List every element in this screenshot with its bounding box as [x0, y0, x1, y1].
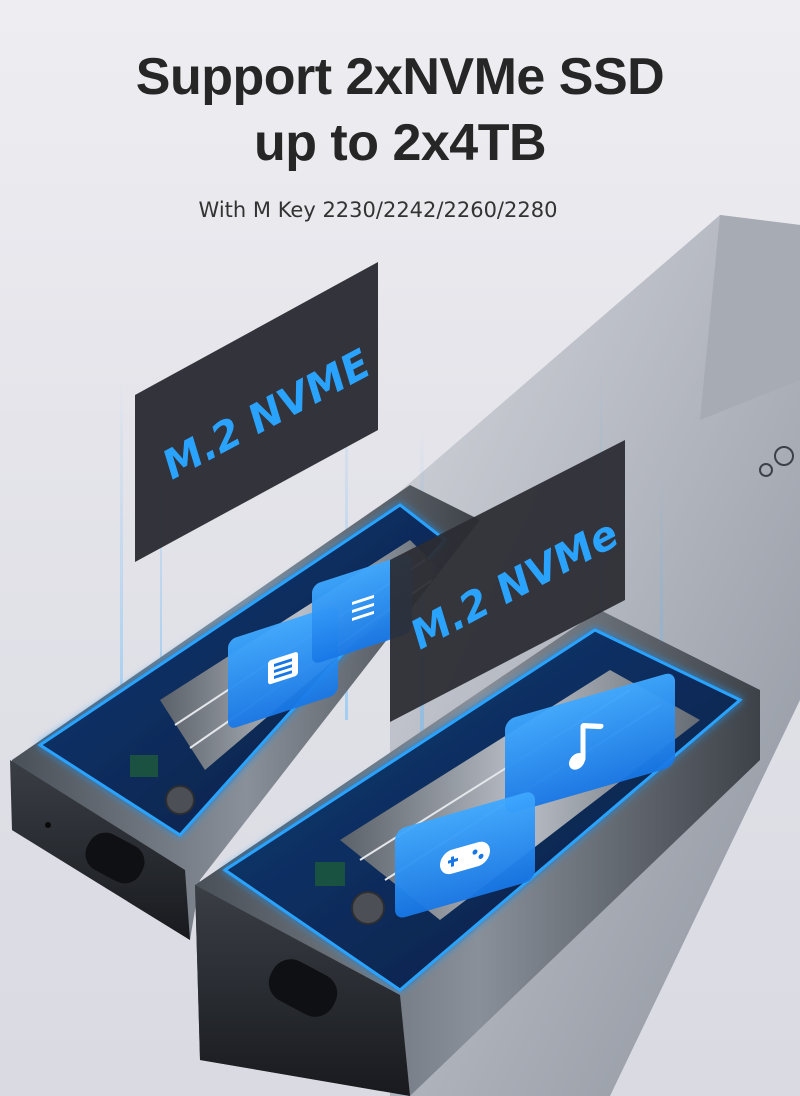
document-icon	[228, 606, 338, 728]
headline-line-1: Support 2xNVMe SSD	[135, 48, 665, 106]
upper-label-panel: M.2 NVME	[135, 262, 378, 562]
gamepad-icon	[395, 792, 535, 918]
music-note-icon	[505, 673, 675, 813]
menu-lines-icon	[312, 554, 412, 663]
subline: With M Key 2230/2242/2260/2280	[198, 198, 558, 222]
headline: Support 2xNVMe SSD up to 2x4TB	[0, 44, 800, 176]
headline-line-2: up to 2x4TB	[253, 114, 547, 172]
